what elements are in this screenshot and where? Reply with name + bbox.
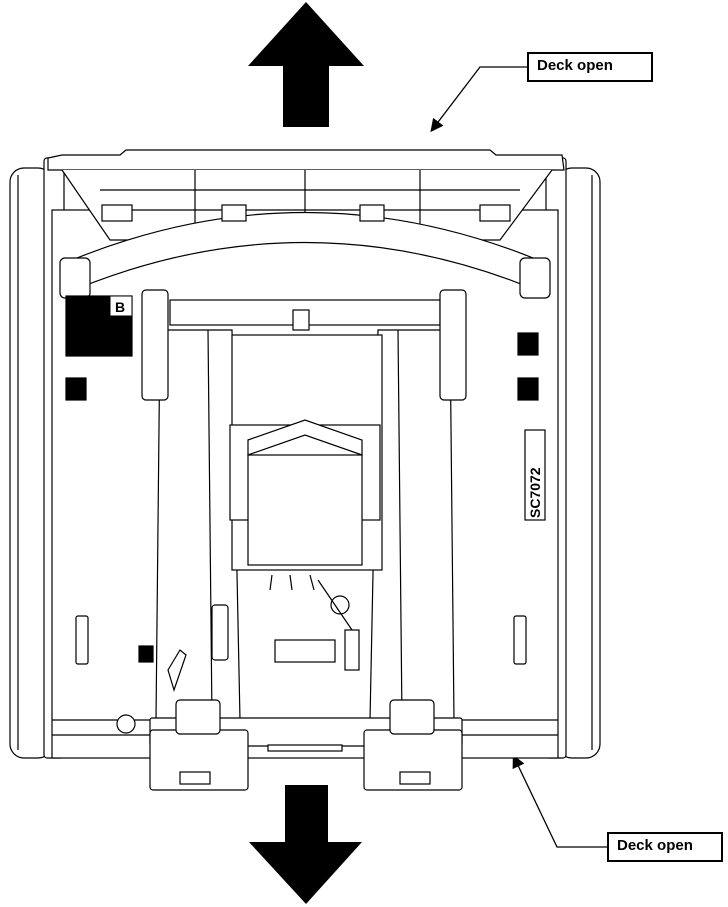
callout-leader-bottom [512, 754, 607, 848]
machine-body [9, 149, 601, 791]
panel-letter-badge: B [109, 295, 133, 317]
model-label: SC7072 [527, 467, 543, 518]
callout-leader-top [430, 66, 527, 133]
callout-deck-open-top: Deck open [527, 52, 653, 82]
model-label-plate: SC7072 [524, 429, 546, 521]
panel-letter: B [115, 299, 125, 315]
arrow-down-icon [249, 785, 362, 904]
callout-deck-open-bottom: Deck open [607, 832, 723, 862]
arrow-up-icon [248, 2, 364, 127]
